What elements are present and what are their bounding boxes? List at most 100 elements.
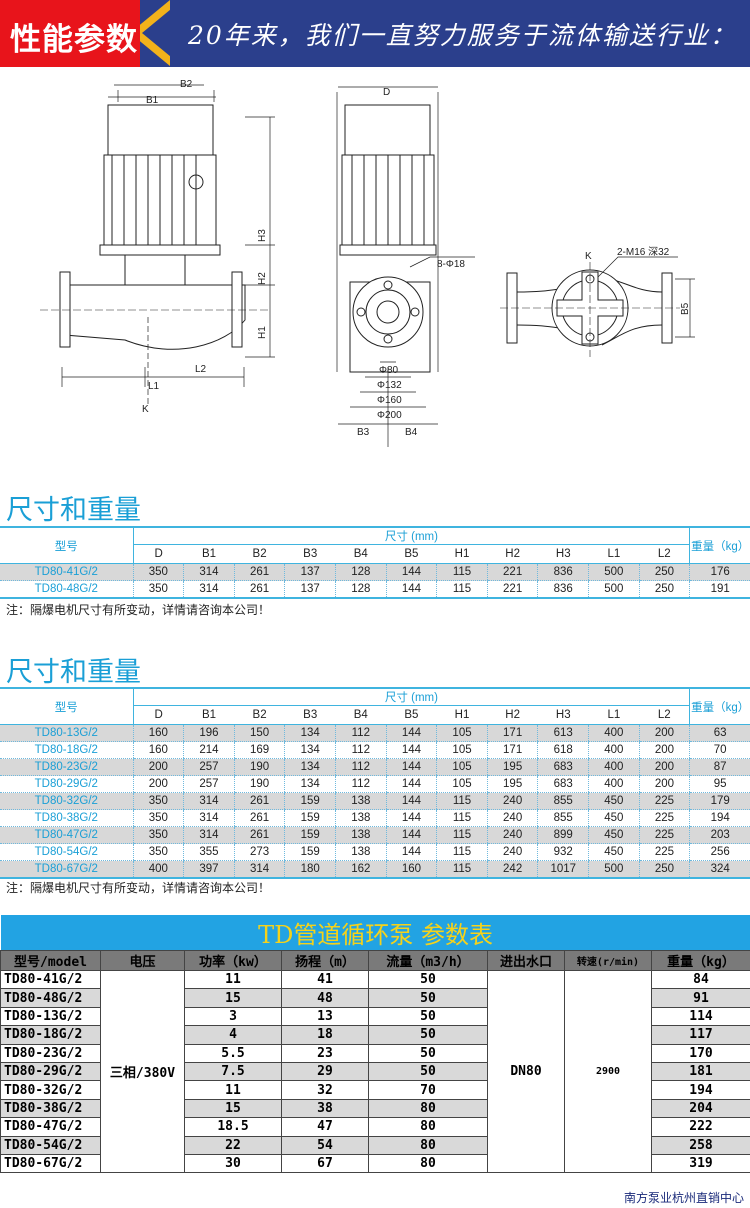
- label-m16: 2-M16 深32: [617, 246, 670, 258]
- value-cell: 500: [588, 860, 640, 879]
- value-cell: 314: [183, 580, 235, 599]
- model-header: 型号: [0, 526, 134, 564]
- value-cell: 450: [588, 826, 640, 844]
- value-cell: 200: [132, 758, 184, 776]
- value-cell: 3: [184, 1006, 282, 1027]
- value-cell: 400: [588, 775, 640, 793]
- model-cell: TD80-48G/2: [0, 580, 134, 599]
- column-header: D: [132, 544, 184, 564]
- value-cell: 115: [436, 860, 488, 879]
- value-cell: 257: [183, 758, 235, 776]
- value-cell: 160: [385, 860, 437, 879]
- weight-header: 重量（kg）: [689, 526, 750, 564]
- value-cell: 134: [284, 775, 336, 793]
- column-header: B4: [335, 544, 387, 564]
- value-cell: 134: [284, 741, 336, 759]
- model-cell: TD80-54G/2: [0, 1135, 101, 1155]
- value-cell: 195: [486, 758, 538, 776]
- header-row: 型号尺寸 (mm)重量（kg）: [0, 687, 750, 725]
- label-l1: L1: [148, 381, 160, 392]
- label-phi132: Φ132: [377, 380, 402, 391]
- voltage-cell: 三相/380V: [100, 969, 185, 1174]
- value-cell: 7.5: [184, 1061, 282, 1082]
- value-cell: 200: [638, 724, 690, 742]
- value-cell: 179: [689, 792, 750, 810]
- value-cell: 195: [486, 775, 538, 793]
- value-cell: 105: [436, 741, 488, 759]
- note-1: 注：隔爆电机尺寸有所变动，详情请咨询本公司！: [6, 603, 271, 617]
- value-cell: 15: [184, 1098, 282, 1119]
- value-cell: 50: [368, 1006, 488, 1027]
- value-cell: 400: [588, 758, 640, 776]
- value-cell: 18.5: [184, 1117, 282, 1137]
- model-cell: TD80-29G/2: [0, 775, 134, 793]
- label-k-top: K: [585, 251, 592, 262]
- value-cell: 105: [436, 758, 488, 776]
- value-cell: 32: [281, 1080, 369, 1100]
- value-cell: 400: [588, 741, 640, 759]
- value-cell: 200: [132, 775, 184, 793]
- column-header: 扬程（m）: [281, 950, 369, 971]
- value-cell: 112: [335, 758, 387, 776]
- value-cell: 4: [184, 1025, 282, 1045]
- value-cell: 314: [233, 860, 285, 879]
- value-cell: 314: [183, 826, 235, 844]
- value-cell: 115: [436, 826, 488, 844]
- label-phi160: Φ160: [377, 395, 402, 406]
- slogan: 20年来，我们一直努力服务于流体输送行业：: [188, 21, 737, 50]
- value-cell: 11: [184, 1080, 282, 1100]
- model-cell: TD80-54G/2: [0, 843, 134, 861]
- model-cell: TD80-13G/2: [0, 1006, 101, 1027]
- value-cell: 683: [537, 758, 589, 776]
- column-header: H1: [436, 705, 488, 725]
- value-cell: 13: [281, 1006, 369, 1027]
- value-cell: 214: [183, 741, 235, 759]
- value-cell: 314: [183, 563, 235, 581]
- column-header: L1: [588, 705, 640, 725]
- value-cell: 48: [281, 988, 369, 1008]
- value-cell: 350: [132, 826, 184, 844]
- value-cell: 144: [385, 826, 437, 844]
- value-cell: 23: [281, 1043, 369, 1063]
- side-view: [40, 84, 275, 407]
- model-cell: TD80-23G/2: [0, 1043, 101, 1063]
- value-cell: 47: [281, 1117, 369, 1137]
- value-cell: 112: [335, 775, 387, 793]
- dimension-header: 尺寸 (mm): [132, 526, 690, 545]
- model-cell: TD80-18G/2: [0, 741, 134, 759]
- value-cell: 87: [689, 758, 750, 776]
- top-view: [500, 256, 695, 357]
- column-header: 流量（m3/h）: [368, 950, 488, 971]
- value-cell: 70: [689, 741, 750, 759]
- banner-red-block: [0, 0, 140, 67]
- value-cell: 80: [368, 1153, 488, 1174]
- value-cell: 350: [132, 580, 184, 599]
- value-cell: 134: [284, 758, 336, 776]
- header-banner: 性能参数 20年来，我们一直努力服务于流体输送行业：: [0, 0, 750, 67]
- model-cell: TD80-47G/2: [0, 1117, 101, 1137]
- value-cell: 159: [284, 792, 336, 810]
- label-b4: B4: [405, 427, 418, 438]
- weight-cell: 222: [650, 1117, 750, 1137]
- column-header: B4: [335, 705, 387, 725]
- weight-cell: 194: [650, 1080, 750, 1100]
- column-header: H2: [487, 705, 538, 725]
- value-cell: 191: [689, 580, 750, 599]
- value-cell: 242: [486, 860, 538, 879]
- footer-text: 南方泵业杭州直销中心: [623, 1191, 744, 1205]
- value-cell: 159: [284, 809, 336, 827]
- label-h2: H2: [257, 272, 268, 285]
- value-cell: 324: [689, 860, 750, 879]
- value-cell: 250: [638, 563, 690, 581]
- value-cell: 22: [184, 1135, 282, 1155]
- value-cell: 105: [436, 775, 488, 793]
- column-header: B2: [234, 705, 285, 725]
